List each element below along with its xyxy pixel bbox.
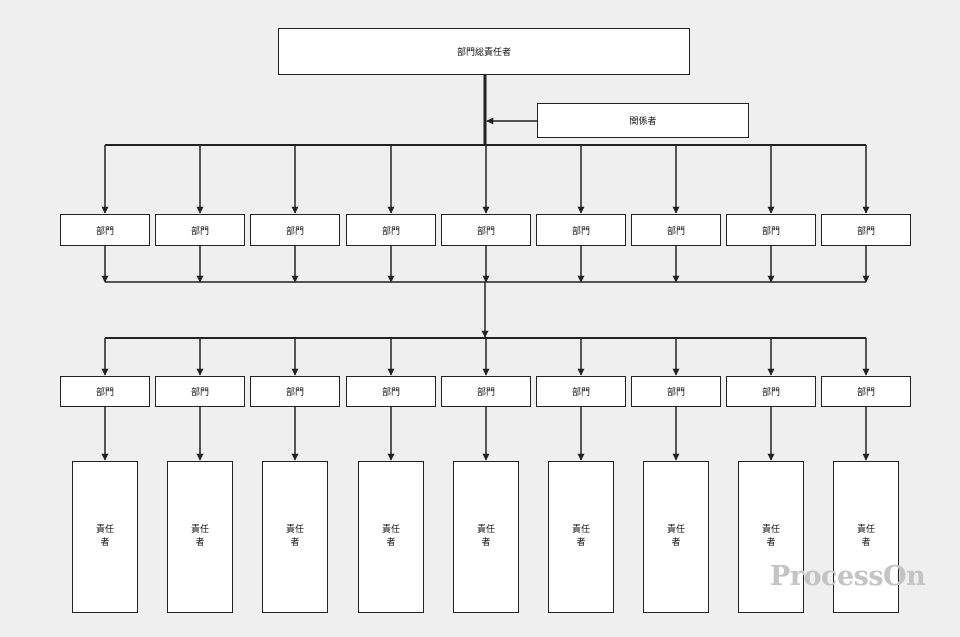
department-row2-box[interactable]: 部門 xyxy=(346,376,436,407)
department-row2-label: 部門 xyxy=(95,388,114,398)
department-row2-label: 部門 xyxy=(856,388,875,398)
department-row1-box[interactable]: 部門 xyxy=(821,214,911,246)
manager-box[interactable]: 責任者 xyxy=(358,461,424,613)
processon-watermark: ProcessOn xyxy=(770,561,926,592)
department-row2-box[interactable]: 部門 xyxy=(250,376,340,407)
department-row2-box[interactable]: 部門 xyxy=(441,376,531,407)
department-row1-box[interactable]: 部門 xyxy=(726,214,816,246)
department-row1-box[interactable]: 部門 xyxy=(346,214,436,246)
department-row1-label: 部門 xyxy=(476,226,495,237)
department-row2-label: 部門 xyxy=(476,388,495,398)
manager-label: 責任者 xyxy=(761,525,780,548)
department-row1-label: 部門 xyxy=(666,226,685,237)
manager-box[interactable]: 責任者 xyxy=(262,461,328,613)
manager-label: 責任者 xyxy=(856,525,875,548)
department-row1-label: 部門 xyxy=(95,226,114,237)
manager-label: 責任者 xyxy=(285,525,304,548)
department-row2-box[interactable]: 部門 xyxy=(60,376,150,407)
department-row1-label: 部門 xyxy=(190,226,209,237)
department-row2-label: 部門 xyxy=(285,388,304,398)
manager-box[interactable]: 責任者 xyxy=(738,461,804,613)
manager-box[interactable]: 責任者 xyxy=(833,461,899,613)
manager-box[interactable]: 責任者 xyxy=(643,461,709,613)
department-row1-box[interactable]: 部門 xyxy=(155,214,245,246)
department-row2-box[interactable]: 部門 xyxy=(536,376,626,407)
department-row2-box[interactable]: 部門 xyxy=(726,376,816,407)
department-row1-label: 部門 xyxy=(856,226,875,237)
manager-label: 責任者 xyxy=(666,525,685,548)
department-row1-box[interactable]: 部門 xyxy=(60,214,150,246)
manager-label: 責任者 xyxy=(381,525,400,548)
department-row1-label: 部門 xyxy=(761,226,780,237)
top-manager-label: 部門総責任者 xyxy=(456,48,511,58)
top-manager-box[interactable]: 部門総責任者 xyxy=(278,28,690,75)
department-row1-label: 部門 xyxy=(285,226,304,237)
department-row1-label: 部門 xyxy=(571,226,590,237)
manager-box[interactable]: 責任者 xyxy=(72,461,138,613)
department-row1-box[interactable]: 部門 xyxy=(631,214,721,246)
manager-box[interactable]: 責任者 xyxy=(453,461,519,613)
manager-label: 責任者 xyxy=(476,525,495,548)
department-row2-label: 部門 xyxy=(761,388,780,398)
department-row2-label: 部門 xyxy=(571,388,590,398)
department-row2-label: 部門 xyxy=(190,388,209,398)
department-row2-box[interactable]: 部門 xyxy=(631,376,721,407)
stakeholder-label: 関係者 xyxy=(629,117,657,127)
manager-label: 責任者 xyxy=(95,525,114,548)
department-row2-box[interactable]: 部門 xyxy=(155,376,245,407)
stakeholder-box[interactable]: 関係者 xyxy=(537,103,749,138)
department-row1-box[interactable]: 部門 xyxy=(250,214,340,246)
department-row2-label: 部門 xyxy=(381,388,400,398)
manager-box[interactable]: 責任者 xyxy=(548,461,614,613)
manager-label: 責任者 xyxy=(190,525,209,548)
department-row1-box[interactable]: 部門 xyxy=(441,214,531,246)
department-row1-box[interactable]: 部門 xyxy=(536,214,626,246)
department-row2-label: 部門 xyxy=(666,388,685,398)
manager-box[interactable]: 責任者 xyxy=(167,461,233,613)
manager-label: 責任者 xyxy=(571,525,590,548)
department-row2-box[interactable]: 部門 xyxy=(821,376,911,407)
department-row1-label: 部門 xyxy=(381,226,400,237)
